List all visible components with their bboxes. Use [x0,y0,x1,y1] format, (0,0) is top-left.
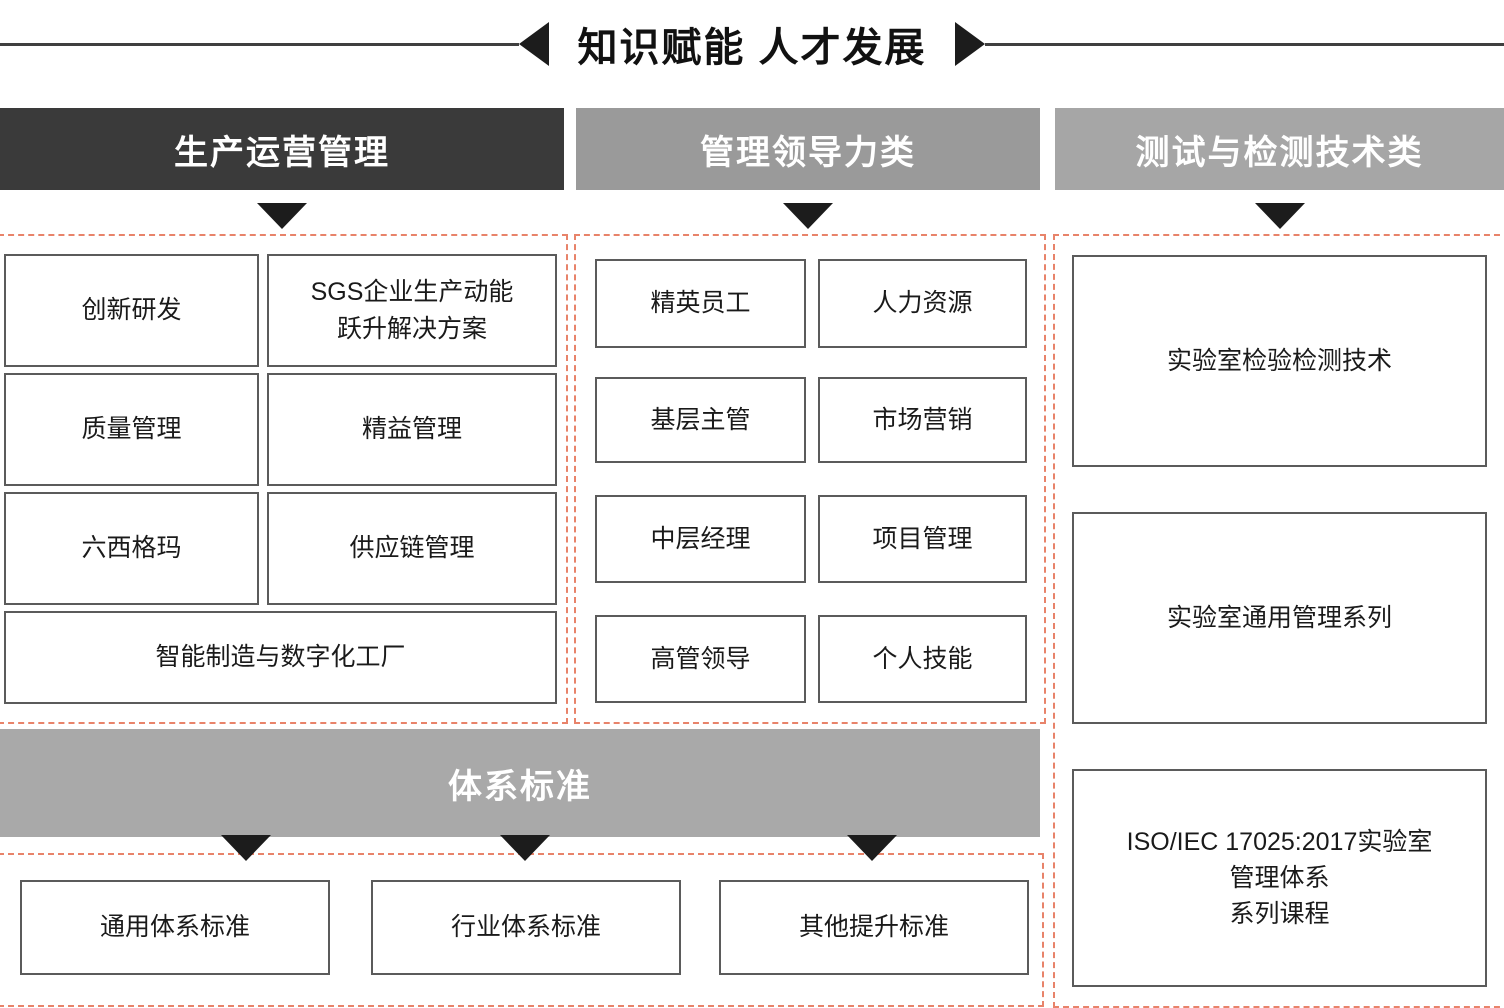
standards-band-label[interactable]: 体系标准 [0,729,1040,837]
down-arrow-icon-standard-0 [221,835,271,861]
cell-management-2[interactable]: 基层主管 [595,377,806,463]
cell-standard-0[interactable]: 通用体系标准 [20,880,330,975]
cell-management-5[interactable]: 项目管理 [818,495,1027,583]
cell-testing-1[interactable]: 实验室通用管理系列 [1072,512,1487,724]
page-title: 知识赋能 人才发展 [577,26,927,70]
cell-management-3[interactable]: 市场营销 [818,377,1027,463]
cell-production-2[interactable]: 质量管理 [4,373,259,486]
cell-testing-2-line2: 管理体系 [1229,863,1330,892]
cell-management-1[interactable]: 人力资源 [818,259,1027,348]
cell-production-6[interactable]: 智能制造与数字化工厂 [4,611,557,704]
triangle-right-icon [954,22,985,66]
down-arrow-icon-standard-1 [500,835,550,861]
triangle-left-icon [519,22,550,66]
cell-production-5[interactable]: 供应链管理 [267,492,557,605]
cell-production-1[interactable]: SGS企业生产动能 跃升解决方案 [267,254,557,367]
cell-management-7[interactable]: 个人技能 [818,615,1027,703]
column-header-management[interactable]: 管理领导力类 [576,108,1040,190]
cell-production-1-line2: 跃升解决方案 [336,314,487,343]
down-arrow-icon-production [257,203,307,229]
cell-production-0[interactable]: 创新研发 [4,254,259,367]
cell-standard-2[interactable]: 其他提升标准 [719,880,1029,975]
cell-production-1-line1: SGS企业生产动能 [310,278,514,307]
cell-production-4[interactable]: 六西格玛 [4,492,259,605]
cell-management-4[interactable]: 中层经理 [595,495,806,583]
cell-testing-0[interactable]: 实验室检验检测技术 [1072,255,1487,467]
cell-testing-2[interactable]: ISO/IEC 17025:2017实验室 管理体系 系列课程 [1072,769,1487,987]
title-rule-right [984,42,1504,46]
column-header-testing[interactable]: 测试与检测技术类 [1055,108,1504,190]
down-arrow-icon-testing [1255,203,1305,229]
cell-testing-2-line3: 系列课程 [1229,900,1330,929]
cell-management-6[interactable]: 高管领导 [595,615,806,703]
title-rule-left [0,42,520,46]
column-header-production[interactable]: 生产运营管理 [0,108,564,190]
down-arrow-icon-management [783,203,833,229]
down-arrow-icon-standard-2 [847,835,897,861]
page-title-band: 知识赋能 人才发展 [0,0,1504,88]
cell-production-3[interactable]: 精益管理 [267,373,557,486]
cell-standard-1[interactable]: 行业体系标准 [371,880,681,975]
cell-testing-2-line1: ISO/IEC 17025:2017实验室 [1126,827,1433,856]
cell-management-0[interactable]: 精英员工 [595,259,806,348]
